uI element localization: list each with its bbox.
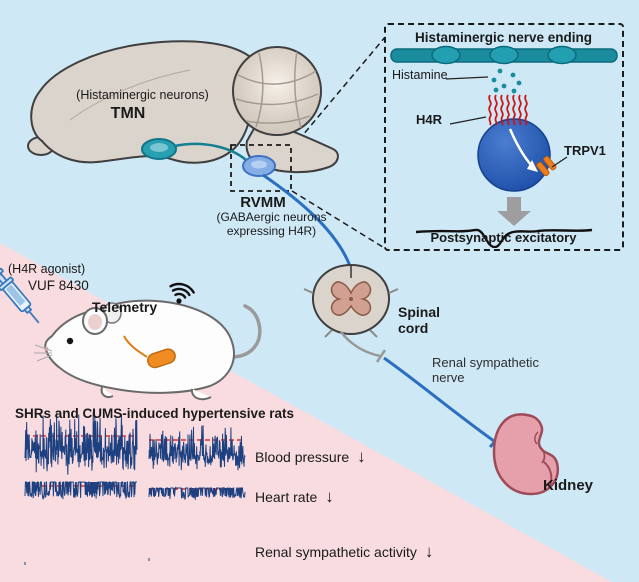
postsynaptic-neuron <box>477 118 551 192</box>
vesicles <box>431 45 577 65</box>
blood-pressure-result: Blood pressure ↓ <box>255 447 366 467</box>
telemetry-implant <box>147 348 176 369</box>
trpv1-label: TRPV1 <box>564 143 606 158</box>
decrease-arrow-icon: ↓ <box>325 487 334 506</box>
kidney-illustration <box>492 413 560 496</box>
inset-title: Histaminergic nerve ending <box>414 30 593 45</box>
histaminergic-projection <box>174 142 247 161</box>
histaminergic-neurons-note: (Histaminergic neurons) <box>76 88 209 102</box>
kidney-label: Kidney <box>543 477 594 494</box>
histamine-label: Histamine <box>392 68 448 82</box>
rat-eye <box>66 337 74 345</box>
trpv1-channel-icon <box>536 155 557 177</box>
tmn-label: TMN <box>110 105 146 122</box>
rat-tail <box>229 304 262 359</box>
syringe-icon <box>0 267 40 324</box>
synapse-artwork <box>390 45 618 248</box>
subjects-label: SHRs and CUMS-induced hypertensive rats <box>15 406 295 421</box>
brain-illustration <box>27 40 339 192</box>
synapse-inset-panel: Histaminergic nerve ending Histamine H4R… <box>384 23 624 251</box>
renal-nerve-label: Renal sympathetic nerve <box>432 355 539 385</box>
decrease-arrow-icon: ↓ <box>357 447 366 466</box>
heart-rate-label: Heart rate <box>255 489 318 505</box>
renal-nerve-path <box>340 331 502 449</box>
signal-arrow <box>508 128 533 167</box>
blood-pressure-label: Blood pressure <box>255 449 350 465</box>
epsc-trace <box>415 228 593 248</box>
descending-pathway <box>262 173 352 267</box>
heart-rate-trace-after <box>148 486 246 500</box>
wifi-icon <box>169 282 195 304</box>
spinal-cord-illustration <box>303 263 399 338</box>
rvmm-label: RVMM <box>240 194 286 211</box>
h4r-receptor-icon <box>488 94 528 126</box>
heart-rate-result: Heart rate ↓ <box>255 487 334 507</box>
inset-connector-lines <box>291 35 387 250</box>
renal-activity-trace-before <box>24 562 26 565</box>
renal-activity-trace-after <box>148 558 150 561</box>
h4r-agonist-note: (H4R agonist) <box>8 262 86 276</box>
histamine-dots <box>491 68 522 94</box>
rvmm-zoom-box <box>230 144 292 192</box>
agonist-name: VUF 8430 <box>28 278 89 293</box>
h4r-label: H4R <box>416 112 443 127</box>
inset-caption: Postsynaptic excitatory <box>430 230 577 245</box>
rat-illustration <box>34 299 262 401</box>
down-block-arrow-icon <box>497 197 531 226</box>
renal-activity-label: Renal sympathetic activity <box>255 544 417 560</box>
heart-rate-trace-before <box>24 481 137 501</box>
cerebellum <box>232 46 322 136</box>
spinal-cord-label: Spinal cord <box>398 304 441 337</box>
rvmm-note: (GABAergic neurons expressing H4R) <box>216 210 327 238</box>
renal-activity-result: Renal sympathetic activity ↓ <box>255 542 433 562</box>
telemetry-label: Telemetry <box>92 299 158 315</box>
decrease-arrow-icon: ↓ <box>424 542 434 561</box>
blood-pressure-trace-after <box>148 425 246 471</box>
blood-pressure-trace-before <box>24 411 138 475</box>
